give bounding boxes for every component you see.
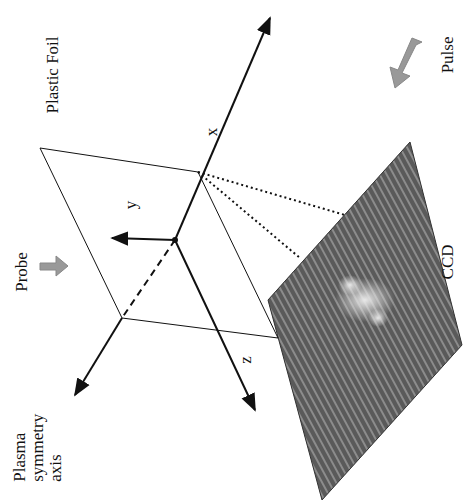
fringe-line [361,140,471,504]
fringe-line [151,140,351,504]
fringe-line [130,140,330,504]
fringe-line [459,140,471,504]
fringe-line [452,140,471,504]
fringe-line [60,140,260,504]
fringe-line [186,140,386,504]
part-label: Plastic Foil [43,37,61,114]
axis-label: x [203,128,221,137]
fringe-line [319,140,471,504]
fringe-line [403,140,471,504]
axis-label: Plasma symmetry axis [11,398,65,482]
fringe-line [137,140,337,504]
fringe-line [424,140,471,504]
fringe-line [333,140,471,504]
fringe-line [256,140,456,504]
axis-label: y [122,201,140,210]
fringe-line [396,140,471,504]
part-label: CCD [438,245,456,280]
fringe-line [277,140,471,504]
ccd-interferogram [60,140,471,504]
fringe-line [88,140,288,504]
fringe-line [144,140,344,504]
fringe-line [438,140,471,504]
beam-label: Pulse [438,37,456,74]
fringe-line [81,140,281,504]
fringe-line [263,140,463,504]
fringe-line [466,140,471,504]
fringe-line [102,140,302,504]
axis-label: z [237,356,255,364]
fringe-line [74,140,274,504]
fringe-line [382,140,471,504]
fringe-line [116,140,316,504]
fringe-line [431,140,471,504]
fringe-line [389,140,471,504]
beam-label: Probe [13,252,31,292]
fringe-line [158,140,358,504]
fringe-line [445,140,471,504]
fringe-line [172,140,372,504]
fringe-line [417,140,471,504]
fringe-line [410,140,471,504]
fringe-line [67,140,267,504]
fringe-line [291,140,471,504]
